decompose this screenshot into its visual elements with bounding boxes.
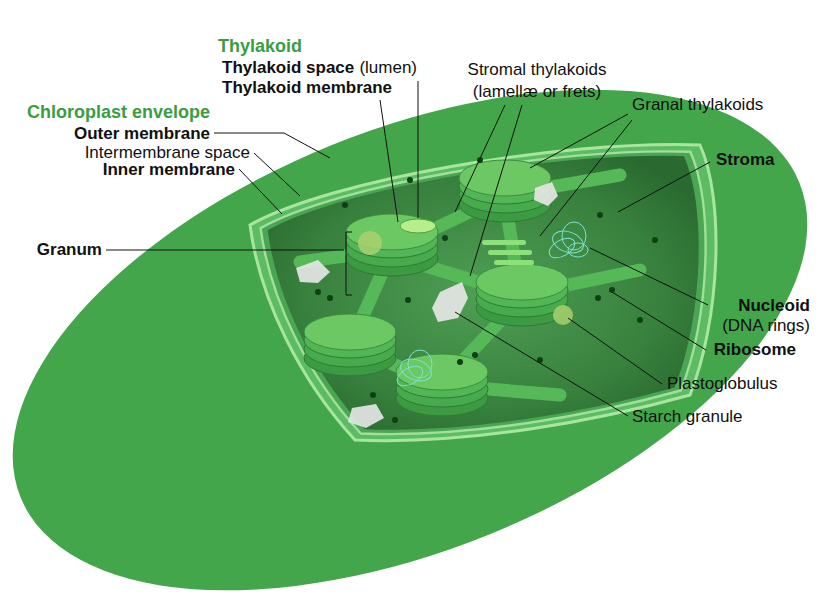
nucleoids-part bbox=[394, 362, 426, 390]
leader-lines-part bbox=[590, 248, 708, 305]
part-label: Plastoglobulus bbox=[667, 374, 778, 393]
part-label: Stroma bbox=[716, 150, 775, 169]
grana-part bbox=[346, 214, 438, 276]
group-heading: Chloroplast envelope bbox=[27, 102, 210, 122]
ribosomes bbox=[315, 157, 658, 423]
ribosomes-part bbox=[597, 212, 603, 218]
nucleoids-part bbox=[550, 227, 587, 257]
label-line: Plastoglobulus bbox=[667, 374, 778, 394]
starch-granules-part bbox=[348, 404, 384, 428]
group-heading: Thylakoid bbox=[218, 36, 302, 56]
grana-part bbox=[482, 240, 526, 245]
leader-lines-part bbox=[540, 120, 632, 236]
part-label: Stromal thylakoids bbox=[468, 60, 607, 79]
plastoglobuli-part bbox=[553, 305, 573, 325]
label-line: Thylakoid membrane bbox=[222, 78, 392, 98]
leader-lines-part bbox=[470, 105, 522, 276]
leader-lines-part bbox=[254, 153, 300, 196]
starch-granules-part bbox=[296, 260, 330, 283]
label-line: Stroma bbox=[716, 150, 775, 170]
leader-lines-part bbox=[106, 250, 344, 251]
plastoglobuli-part bbox=[358, 231, 382, 255]
ribosomes-part bbox=[370, 392, 376, 398]
leader-lines-part bbox=[568, 318, 662, 384]
grana bbox=[304, 160, 568, 416]
ribosomes-part bbox=[407, 177, 413, 183]
part-label: Ribosome bbox=[714, 340, 796, 359]
part-label: (lamellæ or frets) bbox=[473, 82, 601, 101]
label-line: Nucleoid bbox=[738, 296, 810, 316]
cutaway-part bbox=[261, 151, 706, 434]
starch-granules-part bbox=[534, 182, 558, 206]
part-label: Starch granule bbox=[632, 407, 743, 426]
part-label: Thylakoid membrane bbox=[222, 78, 392, 97]
leader-lines-part bbox=[455, 312, 628, 416]
nucleoids-part bbox=[398, 355, 435, 385]
ribosomes-part bbox=[405, 297, 411, 303]
label-line: Granal thylakoids bbox=[632, 95, 763, 115]
label-line: Ribosome bbox=[714, 340, 796, 360]
ribosomes-part bbox=[457, 359, 463, 365]
label-line: (DNA rings) bbox=[722, 316, 810, 336]
leader-lines-part bbox=[618, 162, 710, 212]
grana-part bbox=[304, 314, 396, 376]
ribosomes-part bbox=[442, 235, 448, 241]
part-label: Granal thylakoids bbox=[632, 95, 763, 114]
ribosomes-part bbox=[327, 295, 333, 301]
part-label: (DNA rings) bbox=[722, 316, 810, 335]
label-line: Chloroplast envelope bbox=[27, 102, 210, 123]
grana-part bbox=[488, 250, 532, 255]
cutaway bbox=[250, 145, 716, 441]
ribosomes-part bbox=[392, 417, 398, 423]
leader-lines-part bbox=[530, 114, 628, 168]
nucleoids bbox=[394, 222, 588, 390]
label-line: Starch granule bbox=[632, 407, 743, 427]
ribosomes-part bbox=[637, 317, 643, 323]
part-label: (lumen) bbox=[359, 58, 417, 77]
leader-lines-part bbox=[239, 169, 282, 214]
grana-part bbox=[494, 260, 534, 265]
plastoglobuli bbox=[358, 231, 573, 325]
ribosomes-part bbox=[472, 352, 478, 358]
ribosomes-part bbox=[595, 295, 601, 301]
leader-lines-part bbox=[380, 100, 398, 222]
nucleoids-part bbox=[408, 350, 432, 378]
part-label: Granum bbox=[37, 240, 102, 259]
grana-part bbox=[400, 219, 436, 233]
starch-granules bbox=[296, 182, 558, 428]
label-line: Stromal thylakoids bbox=[468, 60, 607, 80]
part-label: Thylakoid space bbox=[222, 58, 354, 77]
cutaway-part bbox=[250, 145, 716, 441]
ribosomes-part bbox=[342, 202, 348, 208]
part-label: Nucleoid bbox=[738, 296, 810, 315]
label-line: Thylakoid bbox=[218, 36, 302, 57]
ribosomes-part bbox=[652, 237, 658, 243]
part-label: Inner membrane bbox=[103, 160, 235, 179]
leader-lines-part bbox=[346, 232, 352, 295]
part-label: Outer membrane bbox=[74, 124, 210, 143]
label-line: Granum bbox=[37, 240, 102, 260]
label-line: Inner membrane bbox=[103, 160, 235, 180]
part-label: Intermembrane space bbox=[85, 143, 250, 162]
leader-lines-part bbox=[455, 105, 505, 212]
leader-lines-part bbox=[418, 81, 419, 218]
label-line: Outer membrane bbox=[74, 124, 210, 144]
nucleoids-part bbox=[568, 243, 588, 257]
leader-lines-part bbox=[612, 292, 706, 350]
cutaway-part bbox=[268, 156, 699, 430]
nucleoids-part bbox=[546, 234, 578, 262]
label-line: (lamellæ or frets) bbox=[473, 82, 601, 102]
ribosomes-part bbox=[315, 289, 321, 295]
label-line: Thylakoid space (lumen) bbox=[222, 58, 417, 78]
